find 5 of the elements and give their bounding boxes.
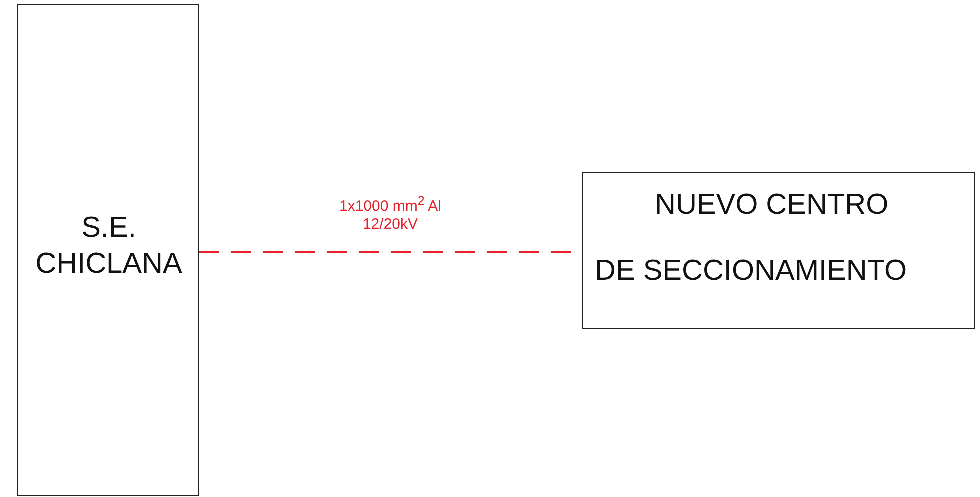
process-box	[582, 172, 975, 329]
node-label: DE SECCIONAMIENTO	[595, 254, 908, 289]
node-label: S.E. CHICLANA	[34, 211, 184, 282]
node-label: NUEVO CENTRO	[655, 188, 889, 223]
process-box	[17, 4, 199, 496]
